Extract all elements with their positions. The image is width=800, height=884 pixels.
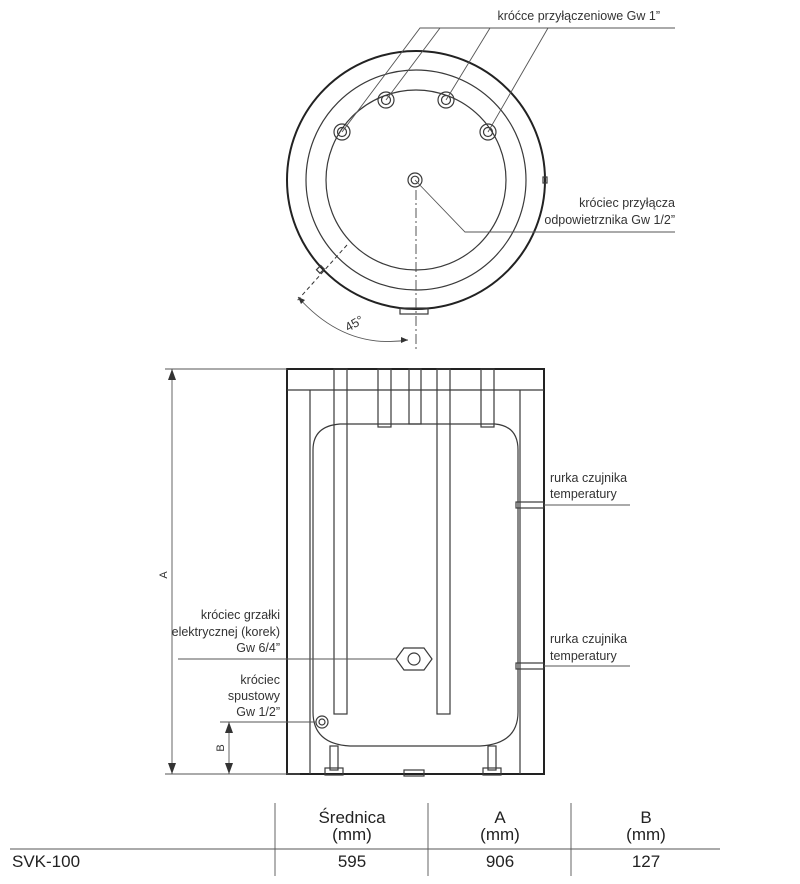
heater-inner [407, 652, 421, 666]
pipe-2 [377, 368, 392, 428]
label-drain-line1: króciec [240, 673, 280, 687]
pipe-3 [436, 368, 451, 715]
bottom-nub [399, 307, 429, 315]
port-circle-3-inner [440, 94, 452, 106]
drain-port-inner [318, 718, 326, 726]
pipe-vent [408, 368, 422, 425]
foot-right-post [487, 745, 497, 771]
foot-left-post [329, 745, 339, 771]
pipe-4 [480, 368, 495, 428]
label-drain-line2: spustowy [228, 689, 281, 703]
port-circle-2 [377, 91, 395, 109]
port-circle-1 [333, 123, 351, 141]
label-sensor2-line1: rurka czujnika [550, 632, 627, 646]
label-sensor1-line1: rurka czujnika [550, 471, 627, 485]
angle-arrow-right [401, 337, 408, 343]
angle-arrow-left [298, 297, 305, 304]
angle-line [295, 244, 348, 303]
table-header-a-line2: (mm) [480, 825, 520, 844]
table-cell-a: 906 [486, 852, 514, 871]
connection-ports [333, 91, 497, 141]
spec-table: Średnica (mm) A (mm) B (mm) SVK-100 595 … [10, 803, 720, 876]
port-circle-4 [479, 123, 497, 141]
label-heater-line1: króciec grzałki [201, 608, 280, 622]
foot-left [324, 767, 344, 776]
outer-casing-circle [286, 50, 546, 310]
dim-a-arrow-top [168, 369, 176, 380]
leader-connection-3 [445, 27, 491, 101]
top-view: króćce przyłączeniowe Gw 1” króciec przy… [286, 9, 675, 350]
heater-hexagon [395, 647, 433, 671]
casing-outline [286, 368, 545, 775]
side-view: A B rurka czujnika temperatury rurka czu… [158, 368, 630, 777]
label-vent-line2: odpowietrznika Gw 1/2” [544, 213, 675, 227]
label-sensor2-line2: temperatury [550, 649, 617, 663]
vent-port-circle [407, 172, 423, 188]
table-cell-b: 127 [632, 852, 660, 871]
label-heater-line3: Gw 6/4” [236, 641, 280, 655]
label-sensor1-line2: temperatury [550, 487, 617, 501]
dim-a-arrow-bottom [168, 763, 176, 774]
table-header-a-line1: A [494, 808, 506, 827]
table-cell-diameter: 595 [338, 852, 366, 871]
label-connections: króćce przyłączeniowe Gw 1” [497, 9, 660, 23]
angle-arc [297, 296, 409, 343]
dim-b-arrow-top [225, 722, 233, 733]
leader-connection-2 [385, 27, 441, 101]
table-header-diameter-line1: Średnica [318, 808, 386, 827]
drain-port [315, 715, 329, 729]
sensor-marker [315, 264, 326, 275]
label-heater-line2: elektrycznej (korek) [172, 625, 280, 639]
dim-b-arrow-bottom [225, 763, 233, 774]
angle-label: 45° [343, 313, 366, 335]
label-drain-line3: Gw 1/2” [236, 705, 280, 719]
tank-body [312, 423, 519, 747]
vent-port-inner [410, 175, 420, 185]
label-vent-line1: króciec przyłącza [579, 196, 675, 210]
port-circle-2-inner [380, 94, 392, 106]
table-row-model: SVK-100 [12, 852, 80, 871]
table-header-b-line2: (mm) [626, 825, 666, 844]
port-circle-4-inner [482, 126, 494, 138]
foot-right [482, 767, 502, 776]
dim-b-label: B [215, 744, 227, 751]
dim-a-label: A [158, 571, 170, 579]
leader-connection-4 [487, 27, 549, 133]
foot-center [403, 769, 425, 777]
leader-vent [414, 179, 675, 233]
port-circle-1-inner [336, 126, 348, 138]
pipes [333, 368, 495, 715]
table-header-diameter-line2: (mm) [332, 825, 372, 844]
port-circle-3 [437, 91, 455, 109]
pipe-1 [333, 368, 348, 715]
table-header-b-line1: B [640, 808, 651, 827]
leader-connections [341, 27, 675, 133]
side-nub [542, 176, 548, 184]
